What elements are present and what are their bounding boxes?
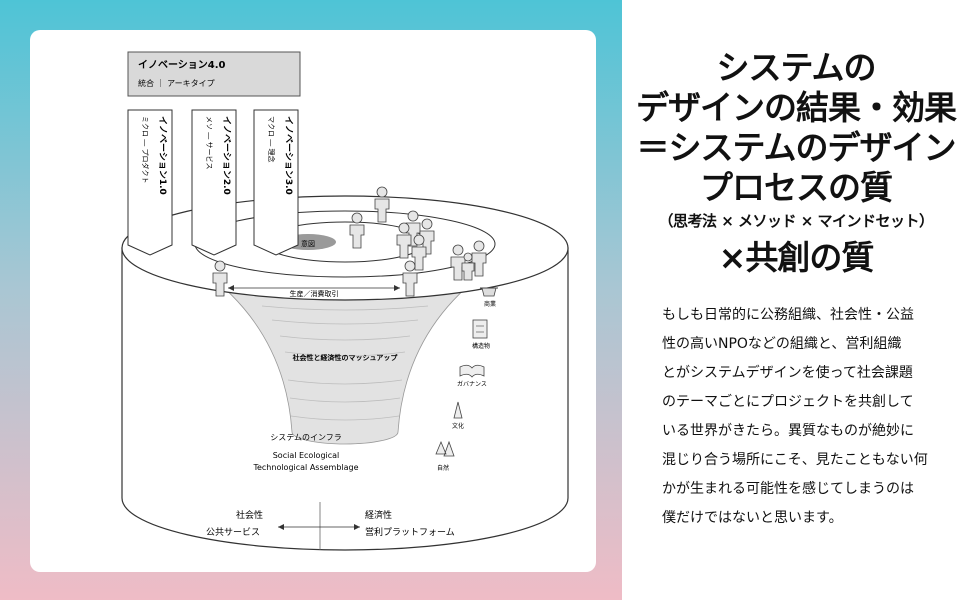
people-icons bbox=[212, 186, 487, 297]
building-icon bbox=[472, 319, 488, 339]
core-label: 意図 bbox=[301, 239, 315, 248]
body-line-1: もしも日常的に公務組織、社会性・公益 bbox=[662, 307, 914, 323]
label-structure: 構造物 bbox=[472, 342, 490, 350]
label-culture: 文化 bbox=[452, 422, 464, 430]
commerce-icon bbox=[480, 287, 498, 297]
text-panel: システムの デザインの結果・効果 ＝システムのデザイン プロセスの質 （思考法 … bbox=[622, 0, 970, 600]
body-line-4: のテーマごとにプロジェクトを共創して bbox=[662, 394, 914, 410]
headline-line-3: ＝システムのデザイン bbox=[636, 128, 956, 167]
body-line-6: 混じり合う場所にこそ、見たこともない何 bbox=[662, 452, 928, 468]
headline-line-4: プロセスの質 bbox=[700, 168, 893, 207]
axis-right-sub: 営利プラットフォーム bbox=[365, 526, 455, 538]
funnel bbox=[200, 269, 490, 445]
diagram-card: イノベーション4.0 統合 ｜ アーキタイプ 意図 生産／消費取引 社会性と経 bbox=[30, 30, 596, 572]
headline-last: ×共創の質 bbox=[718, 238, 875, 277]
header-box bbox=[127, 51, 301, 97]
axis-left-sub: 公共サービス bbox=[206, 527, 260, 538]
headline-line-1: システムの bbox=[716, 48, 876, 87]
infra-label: システムのインフラ bbox=[270, 433, 342, 442]
arrow-3-title: イノベーション3.0 bbox=[283, 116, 294, 195]
arrow-3-sub: マクロ ― 理念 bbox=[267, 116, 276, 162]
header-title: イノベーション4.0 bbox=[138, 59, 226, 71]
label-governance: ガバナンス bbox=[457, 380, 487, 388]
header-subtitle: 統合 ｜ アーキタイプ bbox=[138, 78, 215, 88]
body-line-3: とがシステムデザインを使って社会課題 bbox=[662, 365, 913, 381]
infra-en-line-1: Social Ecological bbox=[273, 451, 340, 460]
headline-sub: （思考法 × メソッド × マインドセット） bbox=[658, 212, 934, 230]
body-line-2: 性の高いNPOなどの組織と、営利組織 bbox=[662, 336, 902, 352]
arrow-2-title: イノベーション2.0 bbox=[221, 116, 232, 195]
book-icon bbox=[459, 364, 485, 378]
headline-line-2: デザインの結果・効果 bbox=[636, 88, 957, 127]
label-nature: 自然 bbox=[437, 464, 449, 472]
mashup-label: 社会性と経済性のマッシュアップ bbox=[292, 353, 399, 362]
gradient-background: イノベーション4.0 統合 ｜ アーキタイプ 意図 生産／消費取引 社会性と経 bbox=[0, 0, 622, 600]
arrow-innovation-2 bbox=[191, 109, 237, 256]
label-commerce: 商業 bbox=[484, 300, 496, 308]
body-line-7: かが生まれる可能性を感じてしまうのは bbox=[662, 481, 914, 497]
axis-right-title: 経済性 bbox=[365, 509, 392, 521]
trees-icon bbox=[435, 440, 455, 457]
exchange-label: 生産／消費取引 bbox=[290, 289, 339, 298]
arrow-2-sub: メソ ― サービス bbox=[205, 116, 214, 169]
arrow-innovation-1 bbox=[127, 109, 173, 256]
body-line-8: 僕だけではないと思います。 bbox=[662, 510, 843, 526]
innovation-diagram: イノベーション4.0 統合 ｜ アーキタイプ 意図 生産／消費取引 社会性と経 bbox=[121, 51, 569, 551]
arrow-1-sub: ミクロ ― プロダクト bbox=[141, 116, 150, 183]
arrow-innovation-3 bbox=[253, 109, 299, 256]
cylinder-top bbox=[121, 195, 569, 301]
axis-left-title: 社会性 bbox=[236, 509, 263, 521]
arrow-1-title: イノベーション1.0 bbox=[157, 116, 168, 195]
body-line-5: いる世界がきたら。異質なものが絶妙に bbox=[662, 423, 914, 439]
infra-en-line-2: Technological Assemblage bbox=[252, 463, 358, 472]
praying-hands-icon bbox=[453, 401, 463, 419]
